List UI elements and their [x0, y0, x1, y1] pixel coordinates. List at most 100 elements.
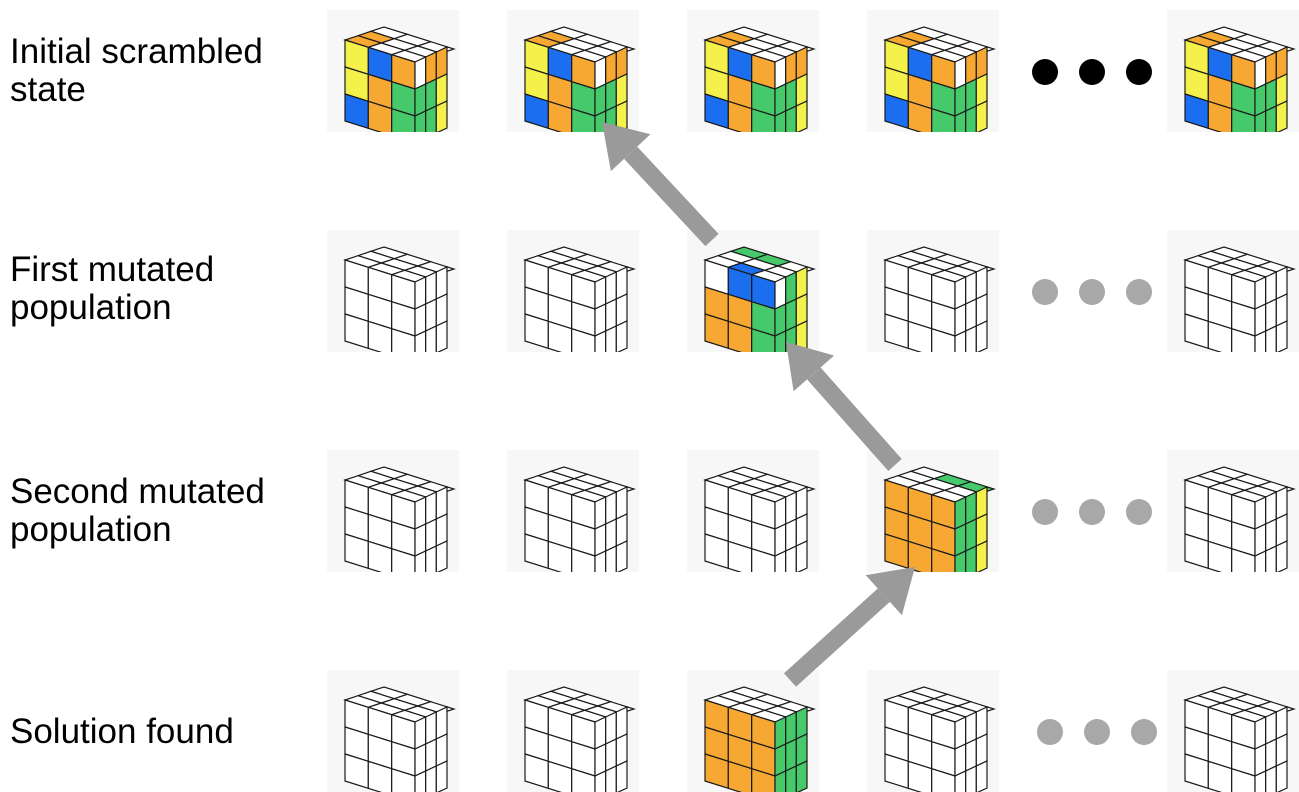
cube-icon [327, 10, 459, 132]
cube-sticker-right [786, 766, 797, 792]
ellipsis-dot [1126, 279, 1152, 305]
arrow-head-icon [866, 567, 915, 615]
rubiks-cube-colored [687, 230, 819, 352]
row-label-initial-scrambled-state: Initial scrambled state [10, 33, 263, 109]
rubiks-cube-blank [687, 450, 819, 572]
cube-sticker-right [436, 541, 447, 572]
row-label-line: population [10, 511, 265, 549]
ellipsis-dot [1126, 499, 1152, 525]
row-label-line: First mutated [10, 251, 214, 289]
row-label-line: Solution found [10, 713, 234, 751]
rubiks-cube-blank [507, 670, 639, 792]
cube-sticker-right [606, 326, 617, 352]
cube-icon [867, 450, 999, 572]
rubiks-cube-blank [867, 230, 999, 352]
rubiks-cube-blank [507, 450, 639, 572]
cube-sticker-right [796, 761, 807, 792]
ellipsis-dot [1079, 279, 1105, 305]
ellipsis-dots [1032, 279, 1182, 319]
cube-icon [687, 230, 819, 352]
ellipsis-dot [1079, 499, 1105, 525]
cube-sticker-right [436, 761, 447, 792]
cube-sticker-right [436, 321, 447, 352]
cube-icon [1167, 10, 1299, 132]
rubiks-cube-colored [687, 670, 819, 792]
rubiks-cube-colored [507, 10, 639, 132]
cube-sticker-right [796, 541, 807, 572]
row-label-line: state [10, 71, 263, 109]
cube-icon [507, 670, 639, 792]
cube-sticker-right [976, 761, 987, 792]
row-label-first-mutated-population: First mutated population [10, 251, 214, 327]
ellipsis-dot [1079, 59, 1105, 85]
cube-icon [867, 230, 999, 352]
cube-icon [867, 670, 999, 792]
ellipsis-dot [1037, 719, 1063, 745]
ellipsis-dots [1037, 719, 1187, 759]
rubiks-cube-colored [327, 10, 459, 132]
cube-icon [507, 450, 639, 572]
rubiks-cube-blank [327, 450, 459, 572]
rubiks-cube-colored [687, 10, 819, 132]
rubiks-cube-blank [327, 230, 459, 352]
rubiks-cube-blank [327, 670, 459, 792]
rubiks-cube-blank [507, 230, 639, 352]
cube-sticker-right [786, 106, 797, 132]
cube-sticker-right [796, 101, 807, 132]
cube-icon [1167, 450, 1299, 572]
cube-sticker-right [426, 106, 437, 132]
ellipsis-dot [1032, 499, 1058, 525]
ellipsis-dot [1126, 59, 1152, 85]
row-label-line: Initial scrambled [10, 33, 263, 71]
cube-sticker-right [426, 326, 437, 352]
cube-sticker-right [786, 326, 797, 352]
cube-sticker-right [966, 106, 977, 132]
cube-sticker-right [976, 321, 987, 352]
row-label-line: population [10, 289, 214, 327]
rubiks-cube-colored [1167, 10, 1299, 132]
cube-sticker-right [1276, 761, 1287, 792]
cube-sticker-right [1276, 101, 1287, 132]
cube-sticker-right [796, 321, 807, 352]
cube-icon [687, 670, 819, 792]
cube-sticker-right [616, 101, 627, 132]
cube-icon [507, 10, 639, 132]
rubiks-cube-colored [867, 10, 999, 132]
rubiks-cube-colored [867, 450, 999, 572]
cube-sticker-right [976, 541, 987, 572]
ellipsis-dot [1084, 719, 1110, 745]
cube-icon [1167, 230, 1299, 352]
ellipsis-dot [1032, 59, 1058, 85]
cube-icon [687, 450, 819, 572]
ellipsis-dots [1032, 499, 1182, 539]
cube-sticker-right [1276, 321, 1287, 352]
cube-sticker-right [1266, 546, 1277, 572]
cube-sticker-right [966, 766, 977, 792]
ellipsis-dots [1032, 59, 1182, 99]
cube-sticker-right [436, 101, 447, 132]
cube-icon [327, 670, 459, 792]
cube-sticker-right [1276, 541, 1287, 572]
cube-sticker-right [616, 761, 627, 792]
cube-sticker-right [616, 321, 627, 352]
cube-sticker-right [426, 766, 437, 792]
cube-icon [327, 450, 459, 572]
cube-icon [867, 10, 999, 132]
cube-sticker-right [786, 546, 797, 572]
cube-sticker-right [426, 546, 437, 572]
cube-icon [507, 230, 639, 352]
cube-sticker-right [606, 106, 617, 132]
ellipsis-dot [1131, 719, 1157, 745]
ellipsis-dot [1032, 279, 1058, 305]
cube-sticker-right [606, 766, 617, 792]
cube-sticker-right [616, 541, 627, 572]
rubiks-cube-blank [1167, 230, 1299, 352]
cube-sticker-right [606, 546, 617, 572]
row-label-solution-found: Solution found [10, 713, 234, 751]
cube-sticker-right [976, 101, 987, 132]
cube-sticker-right [1266, 766, 1277, 792]
row-label-second-mutated-population: Second mutated population [10, 473, 265, 549]
cube-sticker-right [1266, 106, 1277, 132]
